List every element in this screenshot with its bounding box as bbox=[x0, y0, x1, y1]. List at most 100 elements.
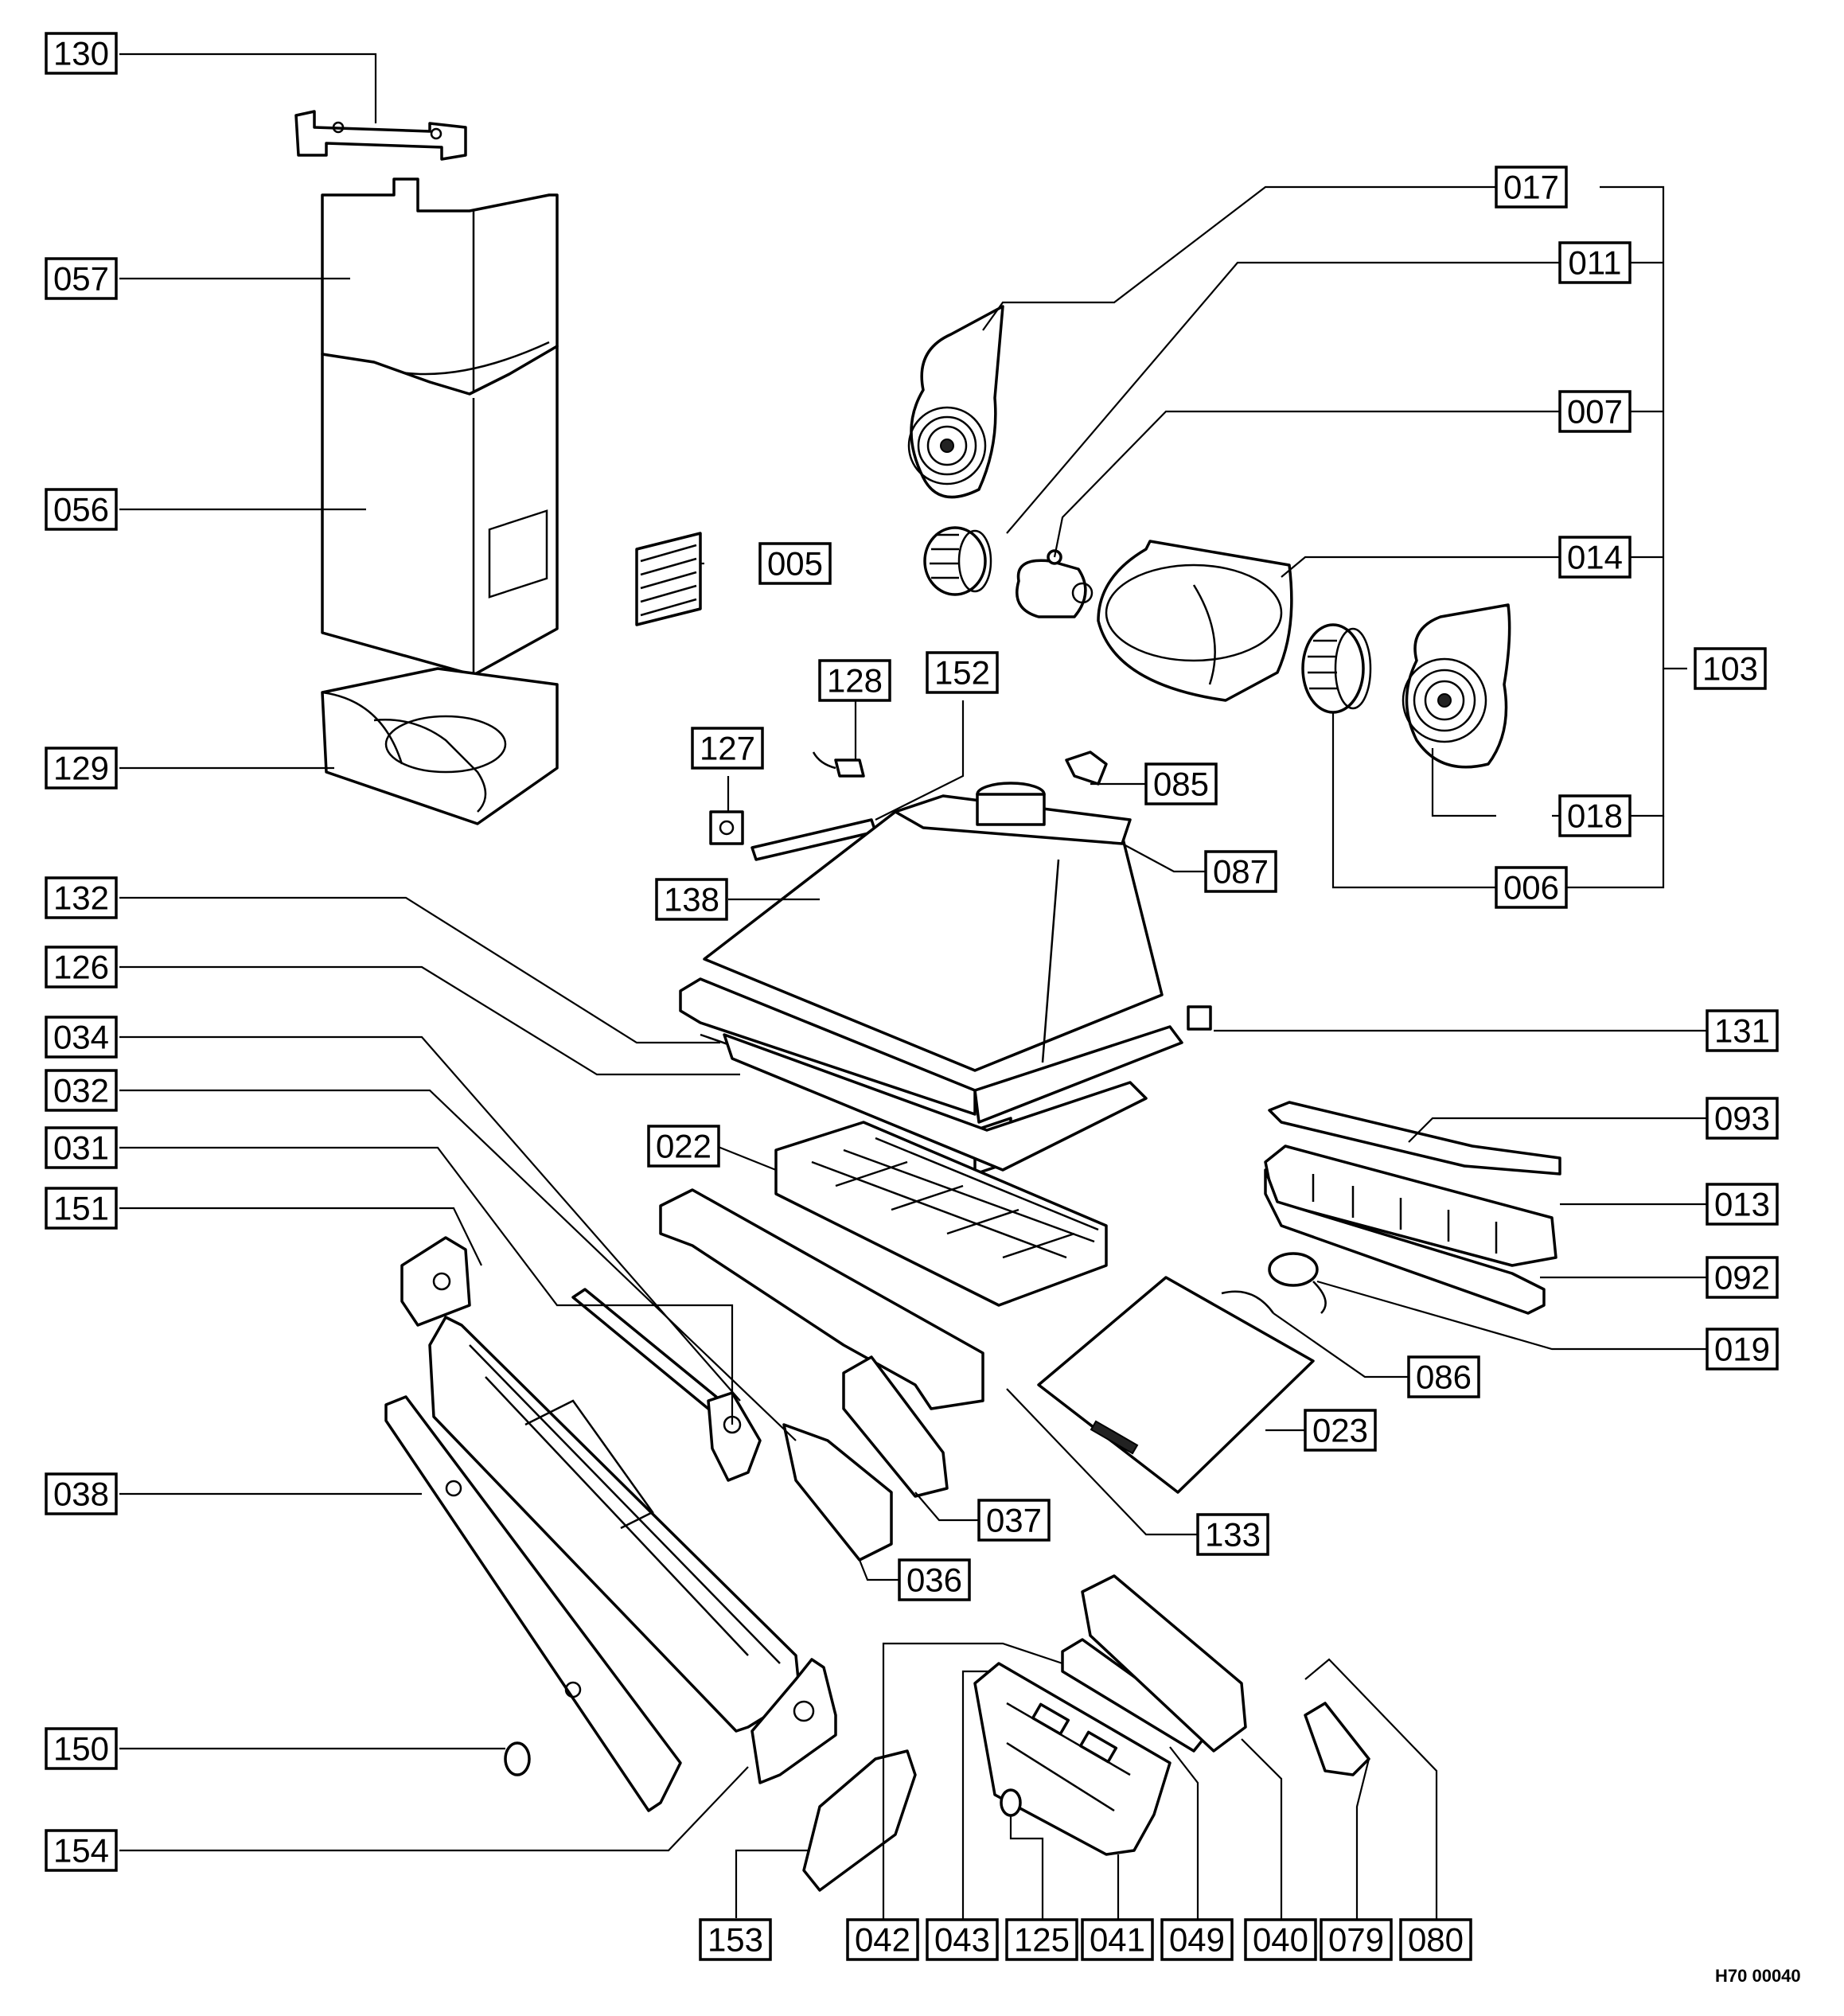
part-125-knob bbox=[1000, 1788, 1022, 1817]
part-038-front-trim bbox=[384, 1395, 682, 1812]
part-056-lower-chimney bbox=[321, 345, 559, 677]
svg-text:057: 057 bbox=[53, 260, 109, 298]
svg-text:087: 087 bbox=[1213, 853, 1269, 891]
label-034: 034 bbox=[45, 1016, 118, 1059]
part-007-motor bbox=[1016, 549, 1094, 618]
part-036-switch-block bbox=[782, 1423, 893, 1562]
svg-text:022: 022 bbox=[656, 1128, 711, 1165]
part-006-impeller bbox=[1301, 623, 1372, 714]
label-041: 041 bbox=[1081, 1918, 1154, 1961]
label-049: 049 bbox=[1160, 1918, 1234, 1961]
part-085-clip bbox=[1065, 751, 1108, 786]
svg-text:080: 080 bbox=[1408, 1921, 1464, 1959]
label-085: 085 bbox=[1144, 762, 1218, 805]
svg-text:129: 129 bbox=[53, 750, 109, 787]
label-138: 138 bbox=[655, 878, 728, 921]
svg-text:049: 049 bbox=[1169, 1921, 1225, 1959]
svg-text:138: 138 bbox=[664, 881, 719, 918]
label-152: 152 bbox=[926, 651, 999, 694]
label-038: 038 bbox=[45, 1472, 118, 1515]
label-092: 092 bbox=[1706, 1256, 1779, 1299]
label-079: 079 bbox=[1320, 1918, 1393, 1961]
svg-text:093: 093 bbox=[1714, 1100, 1770, 1137]
svg-text:023: 023 bbox=[1312, 1412, 1368, 1449]
label-037: 037 bbox=[977, 1499, 1051, 1542]
svg-text:079: 079 bbox=[1328, 1921, 1384, 1959]
label-023: 023 bbox=[1304, 1409, 1377, 1452]
label-087: 087 bbox=[1204, 850, 1277, 893]
part-037-switch-block bbox=[842, 1355, 949, 1498]
label-126: 126 bbox=[45, 946, 118, 989]
svg-text:011: 011 bbox=[1569, 244, 1622, 282]
label-153: 153 bbox=[699, 1918, 772, 1961]
label-014: 014 bbox=[1558, 536, 1632, 579]
label-040: 040 bbox=[1244, 1918, 1317, 1961]
label-032: 032 bbox=[45, 1069, 118, 1112]
svg-text:005: 005 bbox=[767, 545, 823, 583]
label-130: 130 bbox=[45, 32, 118, 75]
svg-text:037: 037 bbox=[986, 1502, 1042, 1539]
label-131: 131 bbox=[1706, 1009, 1779, 1052]
part-130-bracket bbox=[294, 110, 467, 161]
label-132: 132 bbox=[45, 876, 118, 919]
svg-text:133: 133 bbox=[1205, 1516, 1261, 1554]
part-126-lower-frame bbox=[723, 1033, 1148, 1172]
svg-text:019: 019 bbox=[1714, 1331, 1770, 1368]
label-093: 093 bbox=[1706, 1097, 1779, 1140]
label-128: 128 bbox=[818, 659, 891, 702]
svg-text:151: 151 bbox=[53, 1190, 109, 1227]
label-006: 006 bbox=[1495, 866, 1568, 909]
label-017: 017 bbox=[1495, 166, 1568, 209]
part-127-switch bbox=[709, 810, 744, 845]
label-022: 022 bbox=[647, 1125, 720, 1168]
part-129-duct-outlet bbox=[321, 667, 559, 825]
svg-text:042: 042 bbox=[855, 1921, 910, 1959]
part-017-fan-housing bbox=[907, 305, 1004, 499]
part-154-end-plate bbox=[750, 1658, 837, 1784]
label-151: 151 bbox=[45, 1187, 118, 1230]
part-labels: 130 057 056 129 132 126 034 032 031 151 … bbox=[45, 32, 1779, 1961]
part-092-control-box-tray bbox=[1264, 1168, 1546, 1315]
part-019-capacitor bbox=[1268, 1252, 1327, 1314]
svg-text:007: 007 bbox=[1567, 393, 1623, 431]
svg-text:031: 031 bbox=[53, 1129, 109, 1167]
svg-text:018: 018 bbox=[1567, 797, 1623, 835]
svg-text:103: 103 bbox=[1702, 650, 1758, 688]
svg-text:056: 056 bbox=[53, 491, 109, 528]
part-022-filter bbox=[774, 1121, 1108, 1307]
part-005-grille bbox=[635, 532, 702, 626]
svg-text:032: 032 bbox=[53, 1072, 109, 1109]
label-018: 018 bbox=[1558, 794, 1632, 837]
label-125: 125 bbox=[1005, 1918, 1078, 1961]
label-133: 133 bbox=[1196, 1513, 1269, 1556]
part-086-wire bbox=[1221, 1290, 1275, 1314]
part-023-panel bbox=[1037, 1276, 1315, 1494]
label-080: 080 bbox=[1399, 1918, 1472, 1961]
svg-text:085: 085 bbox=[1153, 766, 1209, 803]
svg-text:034: 034 bbox=[53, 1019, 109, 1056]
label-031: 031 bbox=[45, 1126, 118, 1169]
part-151-end-bracket bbox=[400, 1236, 471, 1327]
drawing-code: H70 00040 bbox=[1715, 1966, 1801, 1986]
label-011: 011 bbox=[1558, 241, 1632, 284]
part-093-control-box-cover bbox=[1268, 1101, 1561, 1176]
part-014-fan-casing bbox=[1097, 540, 1293, 702]
label-036: 036 bbox=[898, 1558, 971, 1601]
svg-text:126: 126 bbox=[53, 949, 109, 986]
svg-text:086: 086 bbox=[1416, 1359, 1472, 1396]
svg-text:128: 128 bbox=[827, 662, 883, 700]
part-153-end-cap bbox=[802, 1749, 917, 1892]
label-086: 086 bbox=[1407, 1355, 1480, 1398]
part-018-fan-housing bbox=[1402, 603, 1511, 769]
svg-text:038: 038 bbox=[53, 1476, 109, 1513]
label-150: 150 bbox=[45, 1727, 118, 1770]
part-150-knob bbox=[504, 1741, 531, 1776]
svg-text:125: 125 bbox=[1014, 1921, 1070, 1959]
svg-text:092: 092 bbox=[1714, 1259, 1770, 1297]
part-040-housing bbox=[1081, 1574, 1247, 1753]
label-154: 154 bbox=[45, 1829, 118, 1872]
leader-lines bbox=[119, 53, 1707, 1920]
svg-text:006: 006 bbox=[1503, 869, 1559, 907]
svg-text:127: 127 bbox=[700, 730, 755, 767]
